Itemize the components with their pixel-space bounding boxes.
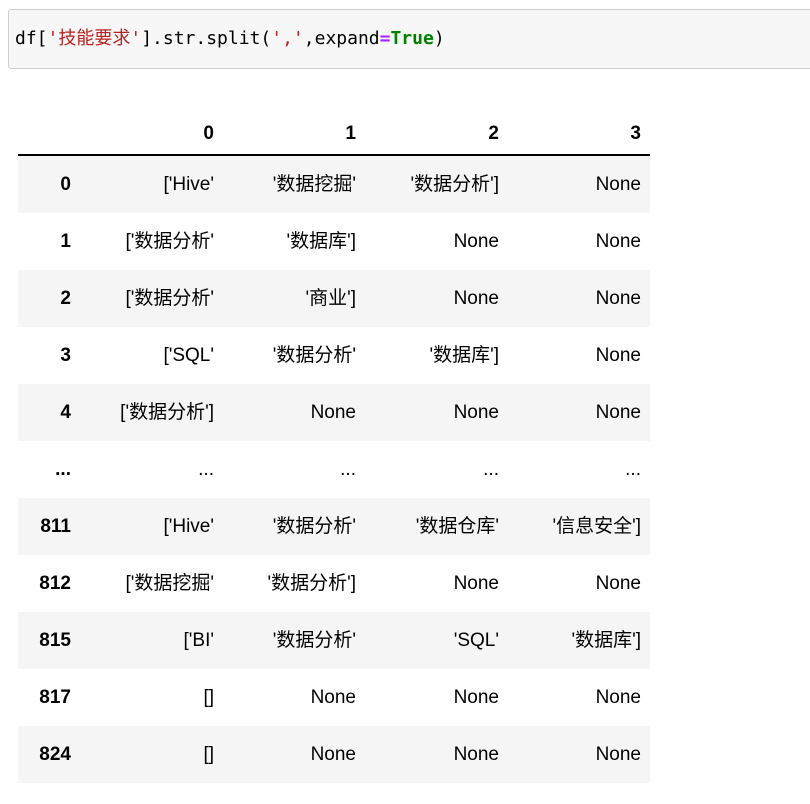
row-index: 2 — [60, 288, 71, 309]
table-cell: None — [595, 744, 641, 765]
table-cell: ... — [340, 459, 356, 480]
column-header: 0 — [80, 113, 223, 156]
row-index: 811 — [40, 516, 71, 537]
table-row: 811 ['Hive' '数据分析' '数据仓库' '信息安全'] — [18, 498, 650, 555]
table-cell: None — [453, 744, 499, 765]
table-cell: '数据库'] — [429, 345, 499, 366]
table-cell: None — [595, 288, 641, 309]
row-index: ... — [55, 459, 71, 480]
code-token-string: '技能要求' — [47, 28, 142, 49]
table-row: 812 ['数据挖掘' '数据分析'] None None — [18, 555, 650, 612]
column-header: 1 — [223, 113, 365, 156]
code-token-plain: ].str.split( — [141, 28, 272, 49]
code-token-operator: = — [379, 28, 391, 49]
table-row: 824 [] None None None — [18, 726, 650, 783]
table-cell: ['数据分析' — [125, 288, 214, 309]
code-token-string: ',' — [271, 28, 304, 49]
table-row: 817 [] None None None — [18, 669, 650, 726]
table-cell: None — [595, 345, 641, 366]
table-cell: None — [595, 402, 641, 423]
row-index: 817 — [39, 687, 71, 708]
row-index: 3 — [60, 345, 71, 366]
table-cell: None — [595, 573, 641, 594]
table-cell: None — [595, 687, 641, 708]
table-cell: None — [453, 687, 499, 708]
table-cell: None — [310, 402, 356, 423]
table-row: 0 ['Hive' '数据挖掘' '数据分析'] None — [18, 155, 650, 213]
table-cell: ... — [625, 459, 641, 480]
table-cell: '数据仓库' — [415, 516, 499, 537]
table-cell: None — [453, 573, 499, 594]
table-cell: None — [453, 231, 499, 252]
table-row: ............... — [18, 441, 650, 498]
table-cell: None — [595, 174, 641, 195]
table-cell: ... — [483, 459, 499, 480]
table-cell: '数据库'] — [286, 231, 356, 252]
table-cell: '数据分析' — [272, 516, 356, 537]
table-row: 815 ['BI' '数据分析' 'SQL' '数据库'] — [18, 612, 650, 669]
row-index: 4 — [60, 402, 71, 423]
table-cell: ['数据分析'] — [120, 402, 214, 423]
row-index: 812 — [39, 573, 71, 594]
table-cell: None — [453, 402, 499, 423]
table-cell: [] — [203, 687, 214, 708]
table-cell: None — [310, 744, 356, 765]
table-cell: ['数据挖掘' — [125, 573, 214, 594]
table-cell: None — [453, 288, 499, 309]
table-cell: '数据库'] — [571, 630, 641, 651]
table-cell: ['数据分析' — [125, 231, 214, 252]
code-token-keyword: True — [390, 28, 434, 49]
table-cell: '数据分析'] — [267, 573, 356, 594]
column-header: 3 — [508, 113, 650, 156]
index-header — [18, 113, 80, 156]
column-header: 2 — [365, 113, 508, 156]
row-index: 1 — [60, 231, 71, 252]
code-line[interactable]: df['技能要求'].str.split(',',expand=True) — [9, 27, 445, 51]
table-cell: '数据分析'] — [410, 174, 499, 195]
code-token-plain: ) — [433, 28, 445, 49]
table-cell: ['BI' — [183, 630, 215, 651]
table-cell: None — [595, 231, 641, 252]
code-token-plain: df[ — [15, 28, 48, 49]
table-cell: [] — [203, 744, 214, 765]
table-cell: ['Hive' — [163, 174, 214, 195]
table-cell: '数据分析' — [272, 345, 356, 366]
table-cell: 'SQL' — [453, 630, 499, 651]
row-index: 815 — [39, 630, 71, 651]
table-cell: None — [310, 687, 356, 708]
table-row: 1 ['数据分析' '数据库'] None None — [18, 213, 650, 270]
table-cell: '商业'] — [305, 288, 356, 309]
table-cell: '数据分析' — [272, 630, 356, 651]
table-cell: '信息安全'] — [552, 516, 641, 537]
code-cell[interactable]: df['技能要求'].str.split(',',expand=True) — [8, 9, 810, 69]
table-cell: ['SQL' — [163, 345, 214, 366]
table-cell: '数据挖掘' — [272, 174, 356, 195]
table-row: 2 ['数据分析' '商业'] None None — [18, 270, 650, 327]
table-row: 3 ['SQL' '数据分析' '数据库'] None — [18, 327, 650, 384]
row-index: 0 — [60, 174, 71, 195]
code-token-plain: ,expand — [303, 28, 380, 49]
table-row: 4 ['数据分析'] None None None — [18, 384, 650, 441]
table-cell: ['Hive' — [163, 516, 214, 537]
table-cell: ... — [198, 459, 214, 480]
row-index: 824 — [39, 744, 71, 765]
